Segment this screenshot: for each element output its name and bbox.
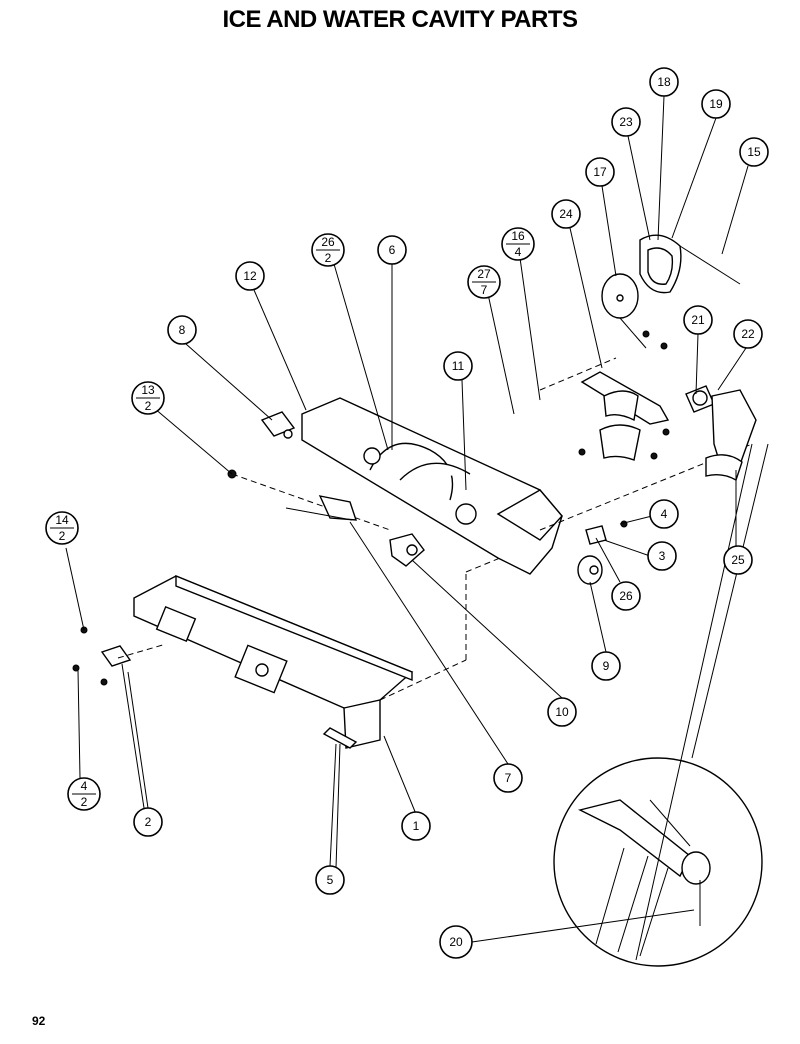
callout-5: 5 (315, 865, 345, 895)
page-title: ICE AND WATER CAVITY PARTS (222, 6, 578, 33)
svg-text:19: 19 (709, 97, 723, 111)
svg-text:22: 22 (741, 327, 755, 341)
svg-text:2: 2 (325, 251, 332, 265)
callout-26: 26 (611, 581, 641, 611)
svg-text:2: 2 (145, 399, 152, 413)
callout-4: 4 (649, 499, 679, 529)
callout-20: 20 (439, 925, 473, 959)
callout-15: 15 (739, 137, 769, 167)
callout-13-2: 13 2 (131, 381, 165, 415)
callout-8: 8 (167, 315, 197, 345)
callout-12: 12 (235, 261, 265, 291)
svg-text:17: 17 (593, 165, 607, 179)
svg-text:26: 26 (619, 589, 633, 603)
svg-text:7: 7 (505, 771, 512, 785)
callout-10: 10 (547, 697, 577, 727)
callout-24: 24 (551, 199, 581, 229)
callout-18: 18 (649, 67, 679, 97)
connector-dash (539, 357, 617, 391)
svg-text:13: 13 (141, 383, 155, 397)
svg-text:20: 20 (449, 935, 463, 949)
callout-23: 23 (611, 107, 641, 137)
front-panel (133, 574, 414, 869)
svg-text:7: 7 (481, 283, 488, 297)
callout-17: 17 (585, 157, 615, 187)
svg-text:4: 4 (81, 779, 88, 793)
svg-text:6: 6 (389, 243, 396, 257)
screw-path (231, 473, 391, 531)
upper-housing (301, 397, 563, 575)
svg-text:9: 9 (603, 659, 610, 673)
svg-text:26: 26 (321, 235, 335, 249)
callout-21: 21 (683, 305, 713, 335)
callout-7: 7 (493, 763, 523, 793)
svg-text:3: 3 (659, 549, 666, 563)
callout-9: 9 (591, 651, 621, 681)
detail-zoom-circle (553, 443, 769, 967)
svg-text:16: 16 (511, 229, 525, 243)
wheel-part (601, 273, 668, 350)
actuator-part (285, 495, 425, 567)
svg-text:25: 25 (731, 553, 745, 567)
leader-lines (127, 95, 749, 943)
svg-text:12: 12 (243, 269, 257, 283)
svg-text:10: 10 (555, 705, 569, 719)
callout-25: 25 (723, 545, 753, 575)
page-number: 92 (32, 1014, 46, 1028)
dispenser-mechanism (578, 371, 757, 482)
connector-dash (465, 557, 501, 573)
svg-text:4: 4 (515, 245, 522, 259)
bracket-part (65, 547, 167, 809)
knob-part (577, 520, 628, 585)
callout-1: 1 (401, 811, 431, 841)
spring-assembly (639, 234, 741, 294)
svg-text:27: 27 (477, 267, 491, 281)
callout-27-7: 27 7 (467, 265, 501, 299)
callout-14-2: 14 2 (45, 511, 79, 545)
svg-text:2: 2 (145, 815, 152, 829)
callout-4-2: 4 2 (67, 777, 101, 811)
svg-text:1: 1 (413, 819, 420, 833)
svg-text:4: 4 (661, 507, 668, 521)
svg-text:2: 2 (59, 529, 66, 543)
svg-text:14: 14 (55, 513, 69, 527)
callout-11: 11 (443, 351, 473, 381)
callout-2: 2 (133, 807, 163, 837)
svg-text:21: 21 (691, 313, 705, 327)
callout-19: 19 (701, 89, 731, 119)
svg-text:2: 2 (81, 795, 88, 809)
svg-text:23: 23 (619, 115, 633, 129)
callout-6: 6 (377, 235, 407, 265)
callout-22: 22 (733, 319, 763, 349)
callout-3: 3 (647, 541, 677, 571)
connector-dash (379, 659, 467, 701)
callout-26-2: 26 2 (311, 233, 345, 267)
svg-text:15: 15 (747, 145, 761, 159)
svg-text:24: 24 (559, 207, 573, 221)
svg-text:18: 18 (657, 75, 671, 89)
svg-text:5: 5 (327, 873, 334, 887)
callout-16-4: 16 4 (501, 227, 535, 261)
svg-text:11: 11 (452, 359, 465, 373)
svg-text:8: 8 (179, 323, 186, 337)
